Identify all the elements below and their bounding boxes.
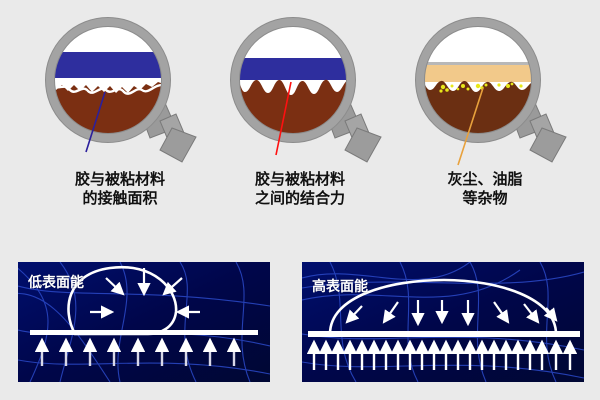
substrate-1: [54, 78, 162, 134]
glue-layer-2: [239, 58, 347, 80]
magnifier-dust-grease: [415, 17, 567, 166]
panel-label-low-surface-energy: 低表面能: [28, 275, 84, 291]
droplet-outline-right: [328, 278, 558, 335]
caption-line-1: 灰尘、油脂: [447, 170, 523, 188]
surface-line-left: [30, 330, 258, 335]
lens-contents-3: [424, 26, 532, 134]
pointer-line-3: [457, 87, 484, 166]
caption-bonding-force: 胶与被粘材料之间的结合力: [200, 170, 400, 208]
substrate-3: [424, 80, 532, 134]
caption-line-2: 之间的结合力: [254, 189, 345, 207]
droplet-outline-left: [67, 265, 178, 336]
panel-label-high-surface-energy: 高表面能: [312, 279, 368, 295]
lens-contents-1: [54, 26, 162, 134]
caption-line-1: 胶与被粘材料: [254, 170, 345, 188]
panel-right-contents: [302, 262, 584, 382]
surface-tension-arrows-left: [34, 337, 242, 366]
magnifier-frame-1: [45, 17, 171, 143]
surface-tension-arrows-right: [306, 339, 578, 370]
cohesion-arrows-right: [345, 300, 558, 327]
caption-contact-area: 胶与被粘材料的接触面积: [20, 170, 220, 208]
caption-line-1: 胶与被粘材料: [74, 170, 165, 188]
magnifier-bonding-force: [230, 17, 382, 163]
magnifier-frame-2: [230, 17, 356, 143]
caption-line-2: 等杂物: [462, 189, 508, 207]
magnifier-contact-area: [45, 17, 197, 163]
caption-dust-grease: 灰尘、油脂等杂物: [390, 170, 580, 208]
panel-left-contents: [18, 262, 270, 382]
panel-high-surface-energy: [302, 262, 584, 382]
pointer-line-2: [275, 81, 292, 156]
surface-line-right: [308, 331, 580, 337]
pointer-line-1: [85, 91, 106, 153]
magnifier-frame-3: [415, 17, 541, 143]
cohesion-arrows-left: [90, 268, 200, 319]
contaminant-particles: [439, 82, 523, 93]
panel-low-surface-energy: [18, 262, 270, 382]
substrate-2: [239, 79, 347, 134]
lens-contents-2: [239, 26, 347, 134]
grease-layer-3: [424, 65, 532, 82]
caption-line-2: 的接触面积: [82, 189, 158, 207]
glue-layer-1: [54, 52, 162, 78]
